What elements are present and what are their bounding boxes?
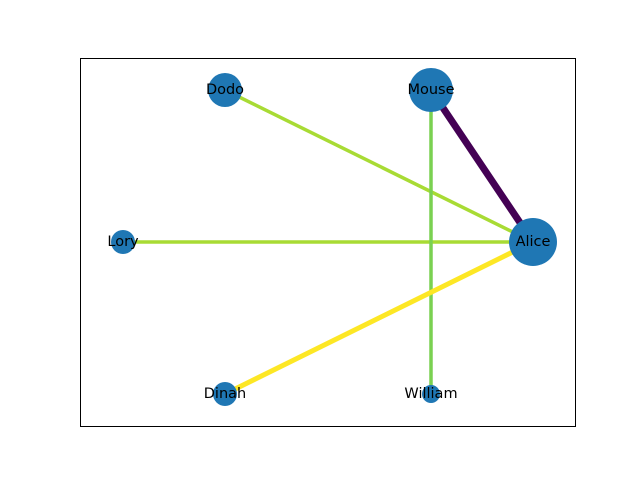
nodes-layer — [111, 68, 557, 406]
node-dinah — [213, 382, 237, 406]
node-mouse — [409, 68, 453, 112]
edge-dodo-alice — [224, 88, 534, 244]
node-label-william: William — [404, 386, 457, 402]
node-alice — [509, 218, 557, 266]
edge-dinah-alice — [223, 239, 535, 397]
edges-layer — [123, 88, 536, 397]
node-label-mouse: Mouse — [407, 82, 454, 98]
edge-mouse-alice — [428, 88, 536, 244]
node-label-alice: Alice — [516, 234, 551, 250]
node-label-dinah: Dinah — [204, 386, 246, 402]
plot-frame — [80, 58, 576, 427]
node-label-lory: Lory — [107, 234, 139, 250]
node-william — [422, 385, 440, 403]
node-dodo — [208, 73, 242, 107]
node-lory — [111, 230, 135, 254]
node-label-dodo: Dodo — [206, 82, 244, 98]
